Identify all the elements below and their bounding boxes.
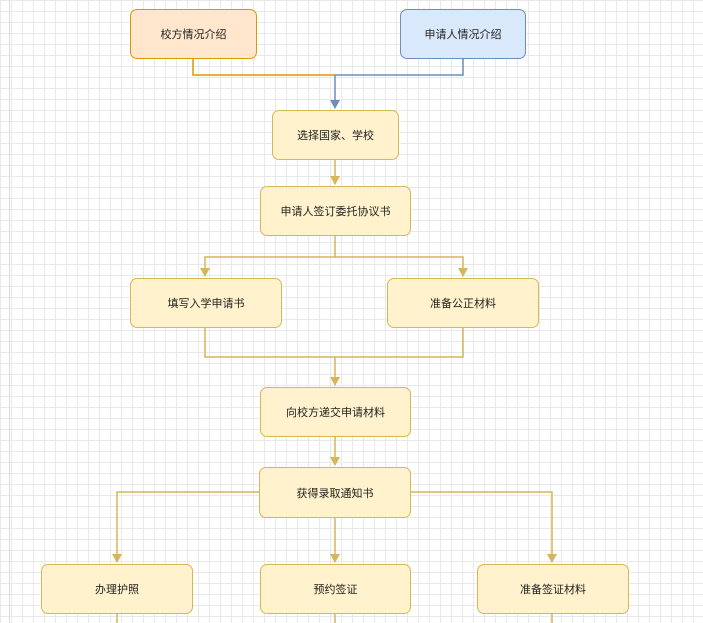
node-fill-application-label: 填写入学申请书 <box>167 297 245 310</box>
connector-admission-to-passport <box>112 491 259 563</box>
connector-merge-to-submit <box>204 328 464 358</box>
node-choose-country-school[interactable]: 选择国家、学校 <box>272 110 399 160</box>
node-applicant-intro[interactable]: 申请人情况介绍 <box>400 9 526 59</box>
node-passport-label: 办理护照 <box>95 583 139 596</box>
node-prepare-notary[interactable]: 准备公正材料 <box>387 278 539 328</box>
node-visa-materials[interactable]: 准备签证材料 <box>477 564 629 614</box>
node-submit-materials-label: 向校方递交申请材料 <box>286 406 385 419</box>
node-prepare-notary-label: 准备公正材料 <box>430 297 496 310</box>
connector-school-to-choose <box>192 59 335 76</box>
node-sign-agreement[interactable]: 申请人签订委托协议书 <box>260 186 411 236</box>
connector-sign-split <box>200 236 336 277</box>
connector-admission-to-materials <box>411 491 557 563</box>
connector-applicant-to-choose <box>330 59 464 109</box>
node-visa-appointment[interactable]: 预约签证 <box>260 564 411 614</box>
node-passport[interactable]: 办理护照 <box>41 564 193 614</box>
node-visa-materials-label: 准备签证材料 <box>520 583 586 596</box>
node-submit-materials[interactable]: 向校方递交申请材料 <box>260 387 411 437</box>
node-get-admission[interactable]: 获得录取通知书 <box>259 467 411 518</box>
node-get-admission-label: 获得录取通知书 <box>296 486 374 500</box>
canvas-left-border <box>9 0 10 623</box>
node-choose-country-school-label: 选择国家、学校 <box>297 129 374 142</box>
node-visa-appointment-label: 预约签证 <box>313 583 358 596</box>
connector-sign-split-right <box>335 256 468 277</box>
node-fill-application[interactable]: 填写入学申请书 <box>130 278 282 328</box>
node-applicant-intro-label: 申请人情况介绍 <box>424 28 502 41</box>
node-sign-agreement-label: 申请人签订委托协议书 <box>280 205 391 218</box>
node-school-intro[interactable]: 校方情况介绍 <box>130 9 257 59</box>
node-school-intro-label: 校方情况介绍 <box>160 28 227 41</box>
